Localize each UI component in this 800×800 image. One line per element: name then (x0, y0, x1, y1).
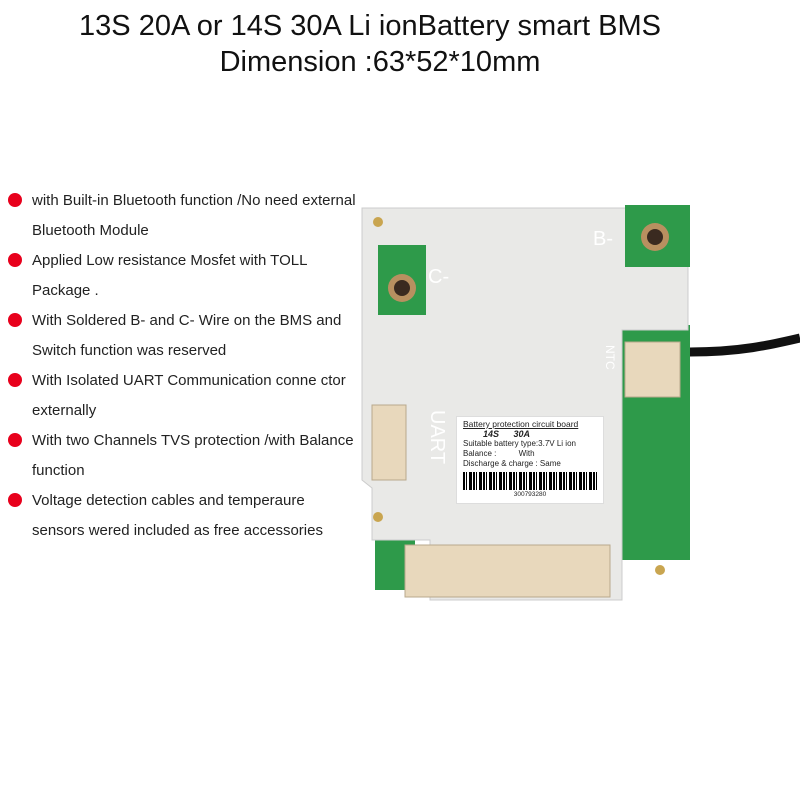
product-label: Battery protection circuit board 14S 30A… (456, 416, 604, 504)
feature-item: With Soldered B- and C- Wire on the BMS … (8, 306, 360, 366)
bullet-icon (8, 493, 22, 507)
label-heading: Battery protection circuit board (463, 419, 579, 429)
screw-icon (655, 565, 665, 575)
bullet-icon (8, 313, 22, 327)
feature-item: With Isolated UART Communication conne c… (8, 366, 360, 426)
feature-text: with Built-in Bluetooth function /No nee… (32, 192, 356, 239)
uart-label: UART (426, 410, 448, 465)
uart-connector (371, 404, 407, 481)
screw-icon (373, 512, 383, 522)
feature-text: With Soldered B- and C- Wire on the BMS … (32, 312, 342, 359)
balance-connector (404, 544, 611, 598)
label-model: 14S 30A (483, 429, 531, 439)
label-type: Suitable battery type:3.7V Li ion (463, 439, 576, 448)
ntc-connector (624, 341, 681, 398)
label-serial: 300793280 (513, 491, 547, 498)
ntc-label: NTC (603, 345, 617, 370)
screw-icon (373, 217, 383, 227)
c-minus-label: C- (428, 266, 450, 288)
feature-text: With Isolated UART Communication conne c… (32, 372, 346, 419)
board-cover (361, 207, 689, 601)
c-minus-hole (394, 280, 410, 296)
feature-text: Applied Low resistance Mosfet with TOLL … (32, 252, 307, 299)
feature-item: With two Channels TVS protection /with B… (8, 426, 360, 486)
b-minus-label: B- (593, 228, 613, 250)
bullet-icon (8, 373, 22, 387)
label-balance: Balance : With (463, 449, 535, 458)
feature-item: with Built-in Bluetooth function /No nee… (8, 186, 360, 246)
b-minus-hole (647, 229, 663, 245)
ntc-cable (689, 333, 800, 357)
barcode (463, 472, 597, 490)
feature-item: Applied Low resistance Mosfet with TOLL … (8, 246, 360, 306)
bullet-icon (8, 253, 22, 267)
feature-text: With two Channels TVS protection /with B… (32, 432, 354, 479)
feature-text: Voltage detection cables and temperaure … (32, 492, 323, 539)
title-line-2: Dimension :63*52*10mm (219, 46, 541, 78)
label-discharge: Discharge & charge : Same (463, 459, 561, 468)
bullet-icon (8, 193, 22, 207)
feature-item: Voltage detection cables and temperaure … (8, 486, 360, 546)
title-line-1: 13S 20A or 14S 30A Li ionBattery smart B… (79, 10, 661, 42)
bullet-icon (8, 433, 22, 447)
feature-list: with Built-in Bluetooth function /No nee… (8, 186, 360, 546)
